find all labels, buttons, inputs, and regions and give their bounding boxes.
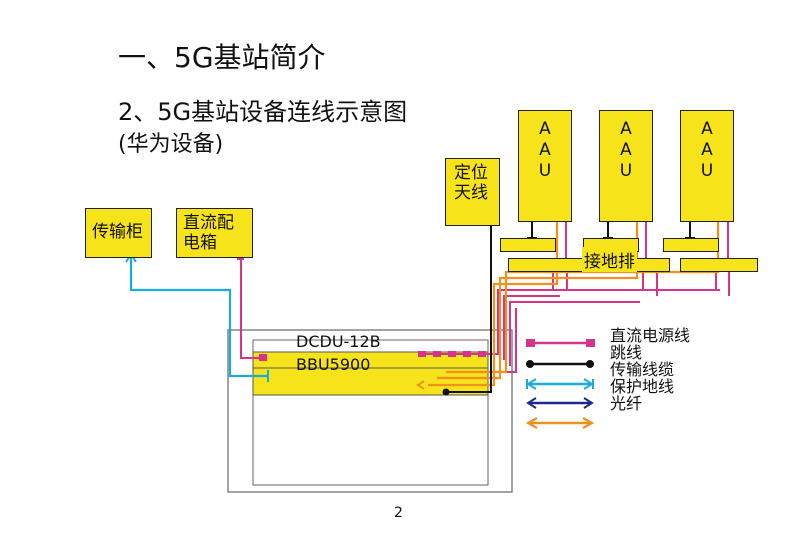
dc-distribution-box-label-2: 电箱 — [183, 233, 217, 253]
aau-letter: U — [619, 161, 633, 181]
aau-unit: A A U — [518, 110, 572, 222]
page-number: 2 — [394, 505, 403, 521]
grounding-bar — [680, 258, 758, 272]
legend-label-power: 直流电源线 — [610, 326, 691, 345]
legend-label-fiber: 光纤 — [610, 394, 643, 413]
aau-letter: A — [620, 119, 632, 139]
aau-base — [500, 238, 556, 252]
dc-power-cable-input — [240, 258, 264, 359]
aau-letter: U — [538, 161, 552, 181]
aau-unit: A A U — [599, 110, 653, 222]
legend-label-transmission: 传输线缆 — [610, 360, 675, 379]
legend-label-ground: 保护地线 — [610, 377, 675, 396]
page-title: 一、5G基站简介 — [118, 41, 326, 74]
grounding-bar-label: 接地排 — [582, 247, 637, 272]
gps-jumper — [446, 214, 492, 393]
transmission-cable — [129, 258, 268, 378]
aau-letter: A — [701, 140, 713, 160]
section-subtitle: 2、5G基站设备连线示意图 — [118, 98, 408, 126]
cabinet-inner — [252, 339, 489, 486]
aau-letter: U — [700, 161, 714, 181]
grounding-bar — [508, 258, 592, 272]
legend-lines — [525, 339, 595, 429]
aau-unit: A A U — [680, 110, 734, 222]
aau-letter: A — [620, 140, 632, 160]
transmission-cabinet: 传输柜 — [85, 208, 152, 258]
bbu-label: BBU5900 — [296, 355, 371, 374]
fiber-cable — [428, 179, 566, 387]
gps-antenna-label-2: 天线 — [454, 183, 488, 203]
gps-antenna-label-1: 定位 — [454, 163, 488, 183]
dc-distribution-box: 直流配 电箱 — [176, 208, 253, 258]
gps-antenna: 定位 天线 — [445, 158, 500, 226]
dc-distribution-box-label-1: 直流配 — [183, 213, 234, 233]
bbu-dcdu-unit — [252, 351, 489, 396]
legend-label-jumper: 跳线 — [610, 343, 643, 362]
cabinet-outer — [227, 329, 513, 493]
aau-letter: A — [539, 119, 551, 139]
dcdu-label: DCDU-12B — [296, 332, 381, 351]
aau-base — [663, 238, 719, 252]
transmission-cabinet-label: 传输柜 — [92, 222, 143, 242]
subtitle-note: (华为设备) — [118, 132, 224, 157]
aau-letter: A — [701, 119, 713, 139]
aau-mount — [525, 219, 697, 239]
aau-letter: A — [539, 140, 551, 160]
